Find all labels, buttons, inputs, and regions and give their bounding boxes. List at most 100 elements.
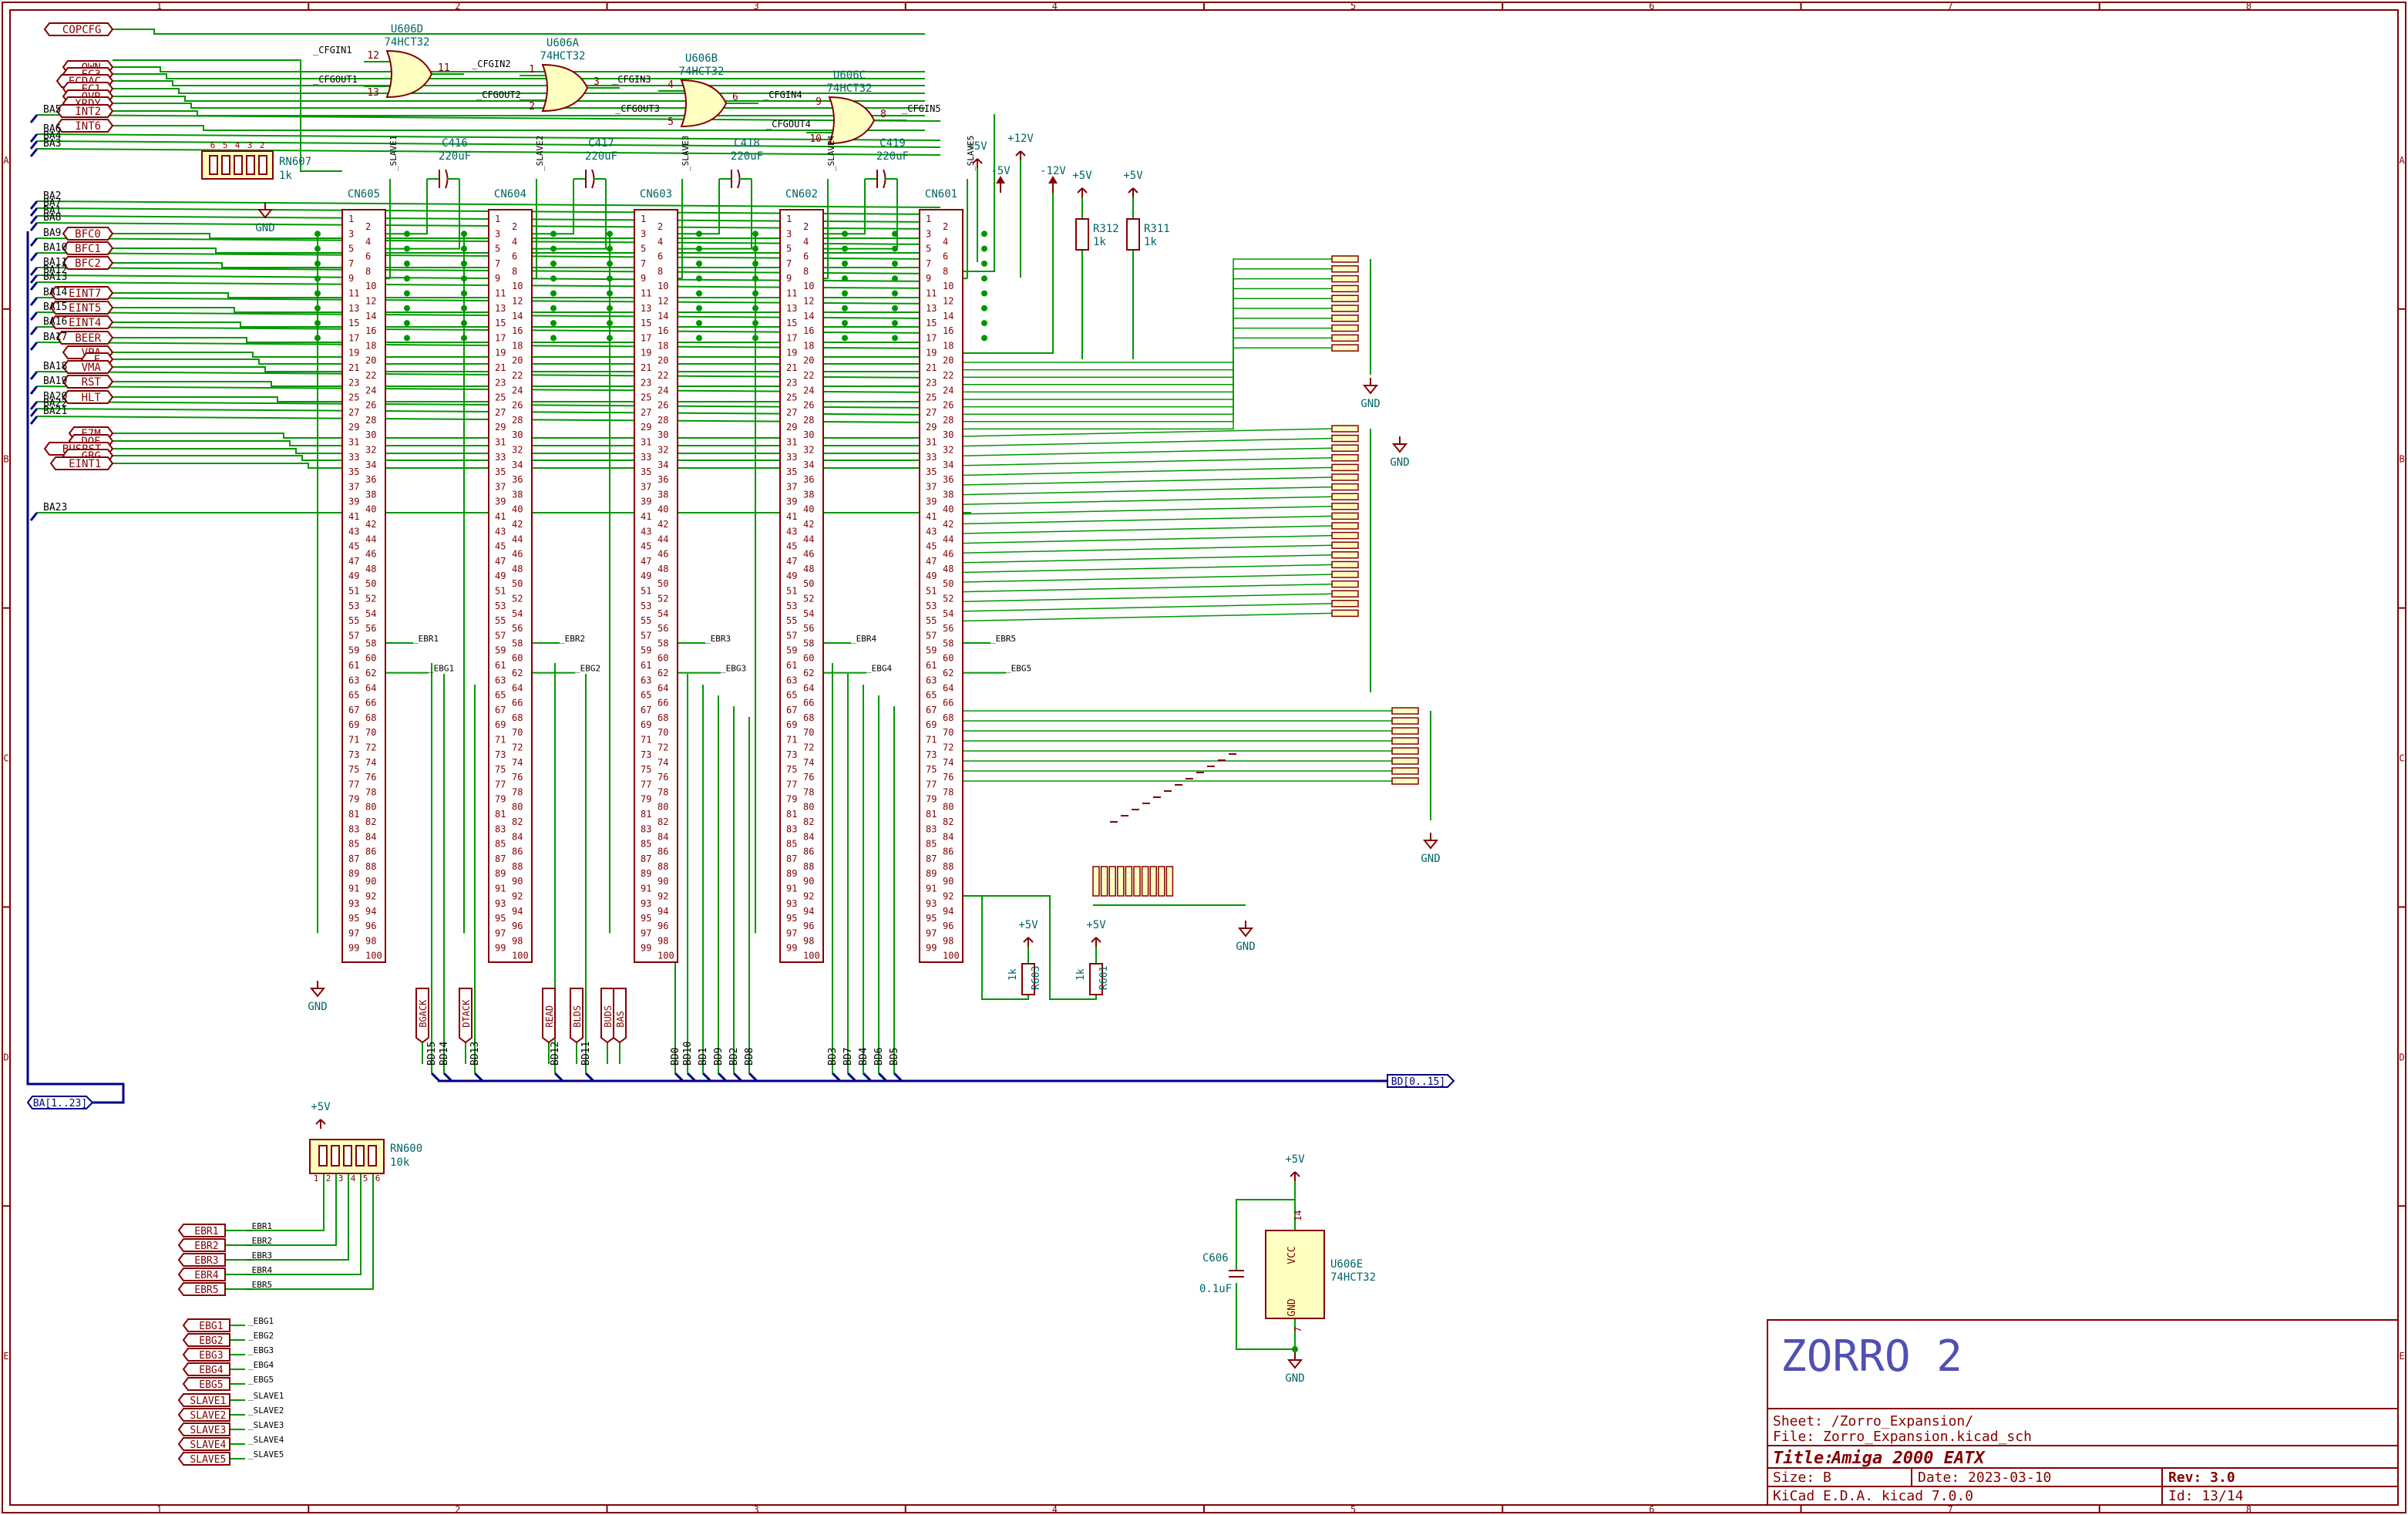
pin-number: 73: [926, 749, 937, 760]
pin-number: 39: [926, 497, 937, 507]
pin-number: 35: [348, 466, 359, 477]
column-label: 2: [455, 1, 460, 12]
global-label-port: [62, 241, 114, 255]
resistor-element: [355, 1145, 365, 1167]
sheet-path: Sheet: /Zorro_Expansion/: [1773, 1413, 1973, 1429]
pin-number: 58: [943, 638, 953, 648]
ebr-port-label: _EBR2: [188, 1241, 218, 1252]
wire: [36, 114, 941, 122]
pin-number: 77: [786, 779, 797, 789]
wire: [113, 322, 925, 328]
pin-number: 12: [943, 296, 953, 307]
bus-entry: [29, 140, 39, 150]
pin-number: 58: [657, 638, 668, 648]
pin-number: 78: [657, 786, 668, 797]
pin-number: 97: [786, 928, 797, 938]
pin-number: 15: [786, 318, 797, 328]
connector-ref: CN602: [785, 188, 818, 200]
junction-dot: [696, 320, 702, 327]
pin-number: 6: [803, 251, 809, 262]
pin-number: 98: [803, 935, 814, 946]
junction-dot: [892, 245, 898, 252]
pin-number: 62: [943, 668, 953, 678]
filter-cap: [1331, 274, 1359, 283]
pin-number: 58: [512, 638, 523, 648]
global-label-port: [62, 390, 114, 404]
pin-number: 11: [641, 288, 651, 299]
pin-number: 94: [657, 906, 668, 917]
pin-number: 16: [803, 325, 814, 336]
resistor-element: [221, 155, 230, 175]
pin-number: 79: [641, 794, 651, 805]
pin-number: 12: [803, 296, 814, 307]
global-label-text: _INT2: [69, 106, 101, 118]
resistor-element: [234, 155, 243, 175]
column-label: 7: [1948, 1504, 1953, 1515]
pin-number: 9: [926, 273, 931, 284]
pin-number: 90: [512, 876, 523, 887]
pin-number: 12: [657, 296, 668, 307]
pin-number: 2: [512, 221, 517, 232]
ic-pin-name: VCC: [1286, 1246, 1298, 1264]
row-label: D: [2399, 1052, 2404, 1062]
ba-bus-label: BA[1..23]: [33, 1098, 87, 1109]
pin-number: 3: [786, 228, 792, 239]
wire: [962, 564, 1333, 574]
column-label: 1: [156, 1, 162, 12]
filter-cap: [1165, 866, 1174, 897]
junction-dot: [892, 260, 898, 267]
pin-number: 82: [512, 816, 523, 827]
pin-number: 73: [495, 749, 506, 760]
pin-number: 90: [943, 876, 953, 887]
ebg-net-label: _EBG4: [866, 664, 892, 674]
pin-number: 78: [365, 786, 376, 797]
ground-label: GND: [1421, 853, 1440, 865]
pin-number: 58: [803, 638, 814, 648]
network-pin: 2: [326, 1173, 331, 1183]
signal-flag: [613, 988, 627, 1044]
ba-net-label: BA10: [43, 242, 67, 254]
project-name: ZORRO 2: [1781, 1332, 1962, 1382]
pin-number: 19: [495, 348, 506, 359]
pin-number: 41: [786, 511, 797, 522]
pin-number: 92: [512, 891, 523, 902]
junction-dot: [404, 245, 410, 252]
pin-number: 43: [786, 526, 797, 537]
signal-flag-label: _BGACK: [418, 999, 429, 1033]
filter-cap: [1331, 551, 1359, 559]
pin-number: 48: [512, 564, 523, 574]
pin-number: 96: [657, 921, 668, 931]
pin-number: 85: [786, 839, 797, 850]
pin-number: 25: [348, 392, 359, 403]
wire: [962, 457, 1333, 466]
bd-net-label: BD11: [580, 1042, 592, 1066]
row-label: A: [2399, 155, 2405, 166]
pin-number: 81: [495, 809, 506, 820]
pin-number: 44: [657, 534, 668, 544]
filter-cap: [1331, 609, 1359, 618]
title-label: Title:: [1773, 1449, 1834, 1468]
wire: [1236, 1283, 1295, 1350]
signal-flag: [542, 988, 556, 1044]
sheet-date: Date: 2023-03-10: [1918, 1470, 2051, 1486]
row-label: B: [2399, 454, 2404, 465]
power-label: +5V: [967, 140, 987, 153]
or-gate-body: [385, 49, 433, 99]
pin-number: 72: [803, 742, 814, 753]
filter-cap: [1331, 334, 1359, 342]
slave-net-label: _SLAVE1: [248, 1391, 284, 1401]
column-label: 6: [1649, 1, 1654, 12]
wire: [963, 114, 995, 272]
pin-number: 82: [943, 816, 953, 827]
filter-cap: [1331, 561, 1359, 569]
pin-number: 18: [365, 340, 376, 351]
pin-number: 7: [926, 258, 931, 269]
pin-number: 64: [365, 682, 376, 693]
pin-number: 39: [348, 497, 359, 507]
pin-number: 92: [803, 891, 814, 902]
pin-number: 40: [657, 504, 668, 515]
network-pin: 4: [351, 1173, 356, 1183]
junction-dot: [892, 335, 898, 342]
pin-number: 60: [365, 653, 376, 664]
gate-pin: 12: [367, 50, 379, 62]
